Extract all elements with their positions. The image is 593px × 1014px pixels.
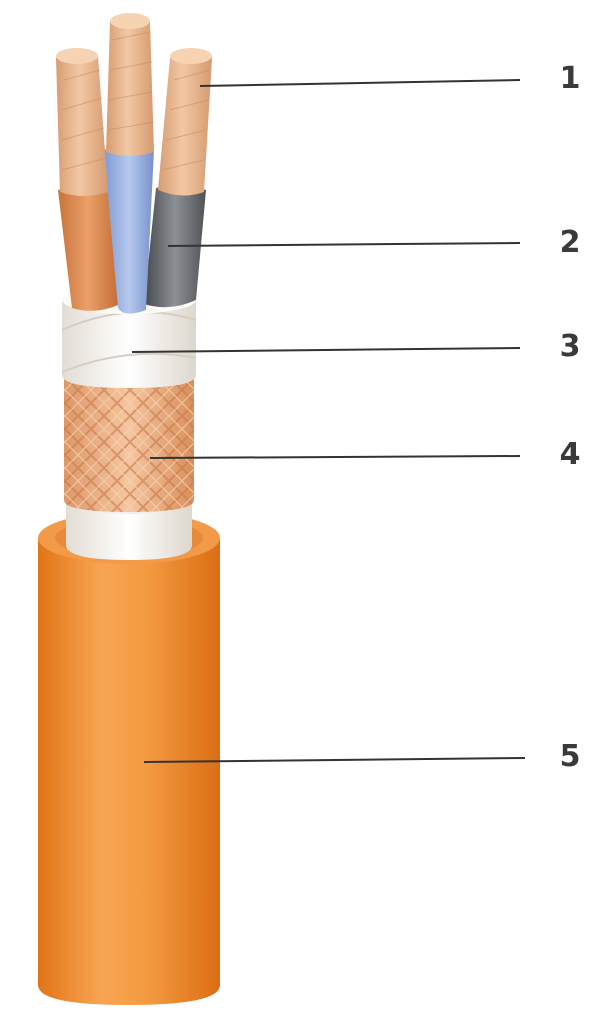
leader-line-4 xyxy=(150,456,520,458)
callout-number-1: 1 xyxy=(555,64,585,94)
outer-sheath xyxy=(38,512,220,1005)
leader-line-1 xyxy=(200,80,520,86)
callout-number-5: 5 xyxy=(555,742,585,772)
callout-number-3: 3 xyxy=(555,332,585,362)
callout-number-4: 4 xyxy=(555,440,585,470)
callout-number-2: 2 xyxy=(555,228,585,258)
leader-line-2 xyxy=(168,243,520,246)
